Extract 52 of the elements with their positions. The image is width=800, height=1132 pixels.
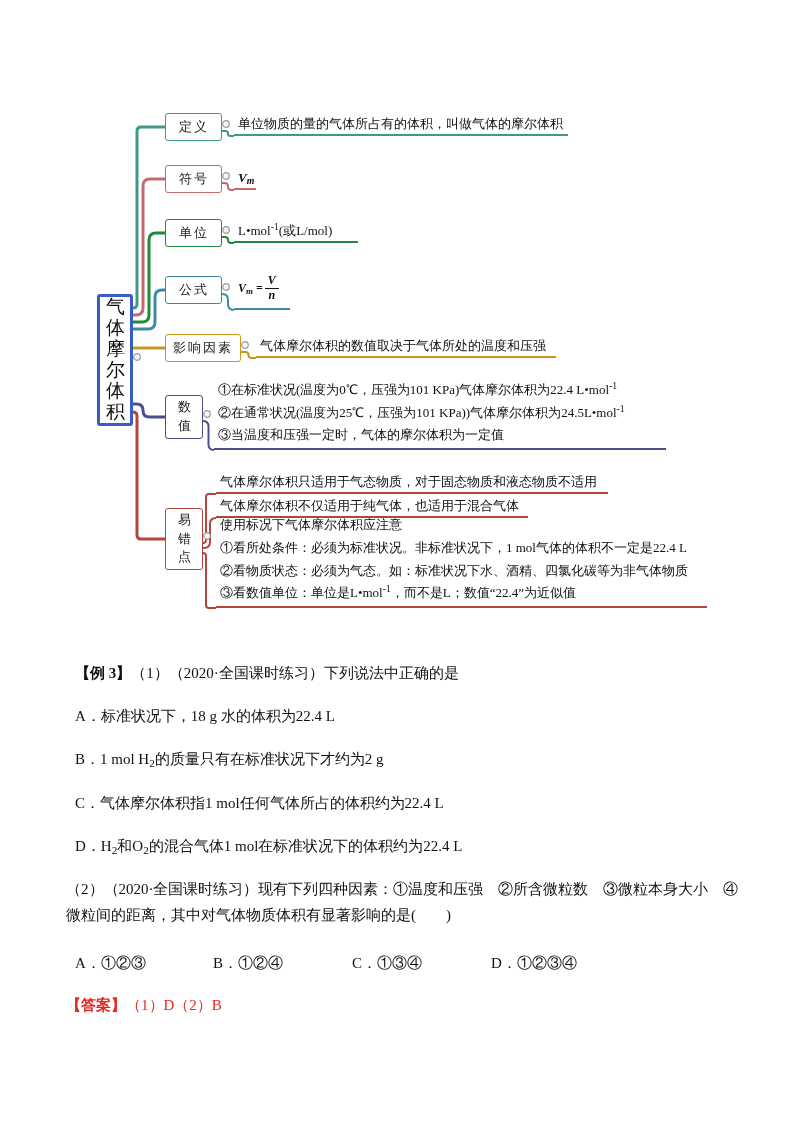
denominator-text: n (268, 288, 276, 302)
central-topic-box: 气体摩尔体积 (97, 294, 133, 426)
branch-topic-box: 单位 (165, 219, 222, 247)
question-text: C．①③④ (352, 954, 422, 973)
formula-text: V$_{m}$ = (237, 280, 263, 297)
branch-topic-box: 符号 (165, 165, 222, 193)
question-text: B．1 mol H$_{2}$的质量只有在标准状况下才约为2 g (75, 751, 384, 767)
question-text: A．标准状况下，18 g 水的体积为22.4 L (75, 708, 335, 724)
leaf-topic: L•mol$^{-1}$(或L/mol) (234, 221, 358, 243)
branch-topic-box: 易错点 (165, 508, 203, 570)
leaf-text: ③当温度和压强一定时，气体的摩尔体积为一定值 (218, 426, 505, 445)
branch-connector (133, 402, 165, 419)
branch-connector (133, 346, 165, 350)
branch-topic-box: 影响因素 (165, 334, 241, 362)
answer-text: 【答案】（1）D（2）B (66, 997, 222, 1013)
branch-connector (202, 493, 217, 544)
branch-topic-box: 公式 (165, 276, 222, 304)
leaf-topic: 气体摩尔体积只适用于气态物质，对于固态物质和液态物质不适用 (216, 472, 608, 494)
leaf-topic (216, 518, 707, 608)
branch-topic-box: 数值 (165, 395, 203, 439)
leaf-topic: 单位物质的量的气体所占有的体积，叫做气体的摩尔体积 (234, 115, 568, 136)
question-text: D．H$_{2}$和O$_{2}$的混合气体1 mol在标准状况下的体积约为22.4 L (75, 838, 463, 854)
leaf-text: ①在标准状况(温度为0℃，压强为101 KPa)气体摩尔体积为22.4 L•mol$^{-1}$ (218, 378, 619, 399)
branch-connector (221, 182, 235, 191)
branch-connector (131, 410, 165, 541)
question-text: B．①②④ (213, 954, 283, 973)
question-text: C．气体摩尔体积指1 mol任何气体所占的体积约为22.4 L (75, 795, 444, 811)
branch-connector (202, 420, 215, 451)
question-text: 【例 3】（1）（2020·全国课时练习）下列说法中正确的是 (75, 665, 459, 681)
branch-connector (131, 125, 165, 310)
leaf-text: ②看物质状态：必须为气态。如：标准状况下水、酒精、四氯化碳等为非气体物质 (220, 561, 689, 580)
branch-connector (133, 177, 165, 317)
branch-connector (221, 236, 235, 244)
leaf-topic: 气体摩尔体积不仅适用于纯气体，也适用于混合气体 (216, 496, 528, 518)
leaf-topic: 气体摩尔体积的数值取决于气体所处的温度和压强 (256, 336, 556, 358)
leaf-topic: V$_{m}$ (234, 168, 256, 190)
leaf-text: ②在通常状况(温度为25℃，压强为101 KPa))气体摩尔体积为24.5L•mol$^{-1}$ (218, 401, 626, 422)
branch-connector (221, 130, 235, 137)
question-text: D．①②③④ (491, 954, 577, 973)
branch-connector (202, 552, 217, 609)
question-text: （2）（2020·全国课时练习）现有下列四种因素：①温度和压强 ②所含微粒数 ③微粒本身大小 ④微粒间的距离，其中对气体物质体积有显著影响的是( ) (66, 880, 740, 925)
branch-connector (133, 288, 165, 331)
branch-connector (221, 293, 235, 311)
leaf-text: ③看数值单位：单位是L•mol$^{-1}$，而不是L；数值“22.4”为近似值 (220, 582, 578, 603)
branch-connector (240, 351, 257, 359)
branch-connector (133, 231, 165, 324)
leaf-text: 使用标况下气体摩尔体积应注意 (220, 516, 403, 534)
branch-topic-box: 定义 (165, 113, 222, 141)
numerator-text: V (267, 274, 276, 288)
leaf-text: ①看所处条件：必须为标准状况。非标准状况下，1 mol气体的体积不一定是22.4 L (220, 538, 688, 557)
question-text: A．①②③ (75, 954, 146, 973)
branch-connector (202, 517, 217, 549)
